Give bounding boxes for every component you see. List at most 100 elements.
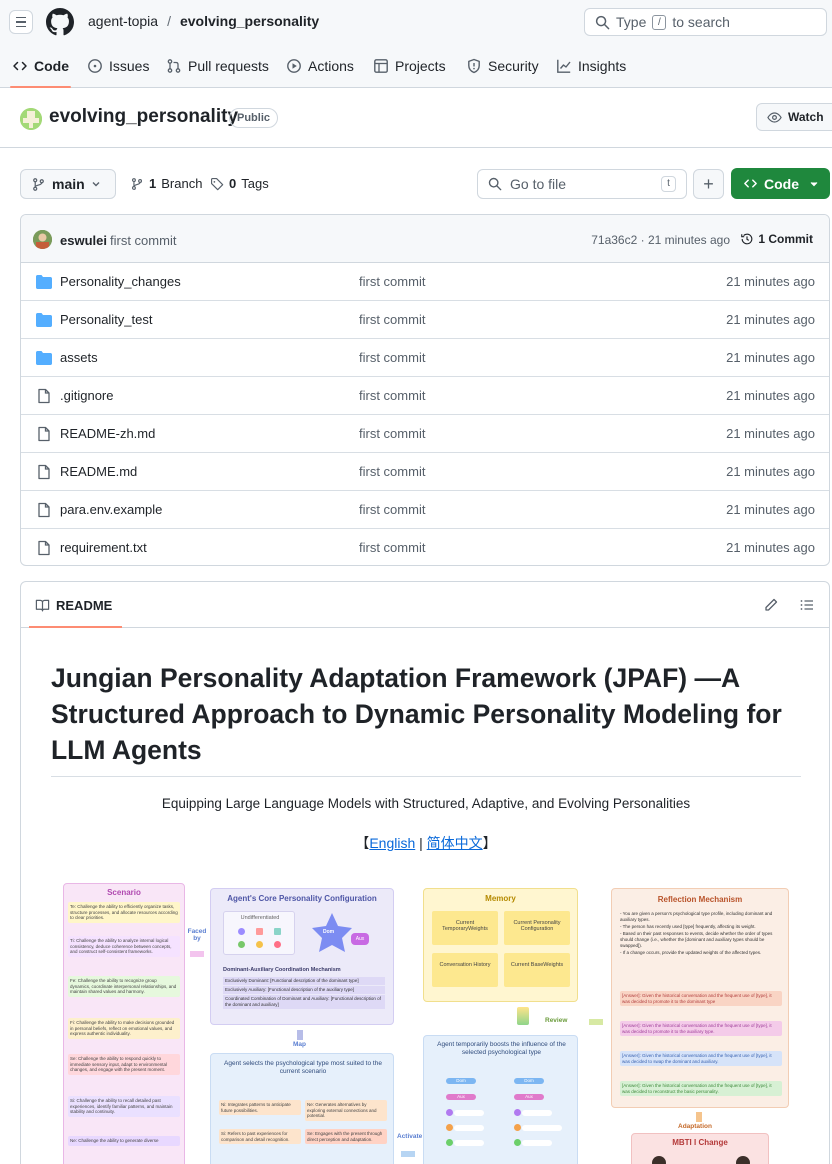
pencil-icon[interactable] [763,597,779,613]
code-label: Code [764,175,799,192]
file-commit-message[interactable]: first commit [359,464,426,479]
folder-icon [36,275,52,289]
memory-title: Memory [485,894,516,903]
type-bar [454,1140,484,1146]
menu-icon[interactable] [9,10,33,34]
framework-diagram: Scenario Te: Challenge the ability to ef… [63,883,793,1164]
breadcrumb-owner[interactable]: agent-topia [88,13,159,29]
file-commit-message[interactable]: first commit [359,274,426,289]
answer-chip: [Answer]: Given the historical conversat… [620,1081,782,1096]
file-name[interactable]: Personality_test [60,312,153,327]
readme-tab[interactable]: README [28,598,123,628]
file-row[interactable]: para.env.example first commit 21 minutes a… [21,491,829,529]
file-commit-time: 21 minutes ago [726,464,815,479]
file-name[interactable]: .gitignore [60,388,114,403]
github-logo-icon[interactable] [46,8,74,36]
tab-code[interactable]: Code [10,44,71,88]
file-commit-message[interactable]: first commit [359,540,426,555]
repo-owner-avatar[interactable] [20,108,42,130]
add-file-button[interactable]: + [693,169,724,199]
commit-message[interactable]: first commit [110,233,177,248]
avatar-image [20,108,42,130]
tab-insights[interactable]: Insights [556,44,626,88]
file-name[interactable]: Personality_changes [60,274,181,289]
file-icon [38,464,50,480]
aux-pill: Aux [514,1094,544,1100]
outline-list-icon[interactable] [799,597,815,613]
readme-heading: Jungian Personality Adaptation Framework… [51,663,782,765]
file-name[interactable]: assets [60,350,98,365]
mbti-change-panel: MBTI I Change [631,1133,769,1164]
tab-label: Security [488,58,539,74]
file-name[interactable]: README-zh.md [60,426,156,441]
readme-panel: README Jungian Personality Adaptation Fr… [20,581,830,1164]
function-chip: Se: Engages with the present through dir… [305,1129,387,1144]
go-to-file-input[interactable]: Go to file t [477,169,687,199]
type-dot [446,1139,453,1146]
dom-pill: Dom [446,1078,476,1084]
commit-hash-time[interactable]: 71a36c2 · 21 minutes ago [591,233,730,247]
scenario-item: Ne: Challenge the ability to generate di… [68,1136,180,1146]
bracket-open: 【 [355,835,370,851]
tab-pull-requests[interactable]: Pull requests [166,44,269,88]
tab-security[interactable]: Security [466,44,539,88]
file-commit-message[interactable]: first commit [359,312,426,327]
function-chip: Si: Refers to past experiences for compa… [219,1129,301,1144]
search-icon [488,177,502,191]
history-icon [741,233,753,245]
arrow-down-icon [696,1112,702,1122]
tab-issues[interactable]: Issues [87,44,149,88]
plus-icon: + [703,173,714,194]
file-name[interactable]: para.env.example [60,502,163,517]
avatar-image [33,230,52,249]
file-commit-time: 21 minutes ago [726,502,815,517]
avatar[interactable] [33,230,52,249]
file-commit-message[interactable]: first commit [359,350,426,365]
breadcrumb-repo[interactable]: evolving_personality [179,13,320,29]
file-icon [38,426,50,442]
tab-actions[interactable]: Actions [286,44,354,88]
play-icon [287,59,301,73]
english-link[interactable]: English [369,835,416,851]
type-dot [256,928,263,935]
branches-link[interactable]: 1 Branch [130,176,202,191]
mechanism-title: Dominant-Auxiliary Coordination Mechanis… [223,967,341,973]
tag-icon [211,177,224,190]
repo-title[interactable]: evolving_personality [49,106,239,127]
type-bar [522,1110,552,1116]
file-commit-message[interactable]: first commit [359,502,426,517]
global-header: agent-topia / evolving_personality Type … [0,0,832,44]
commit-author[interactable]: eswulei [60,233,107,248]
type-dot [238,928,245,935]
tags-link[interactable]: 0 Tags [210,176,269,191]
watch-button[interactable]: Watch [756,103,832,131]
code-icon [13,61,27,71]
file-name[interactable]: requirement.txt [60,540,147,555]
memory-item: Conversation History [432,953,498,987]
tab-label: Insights [578,58,627,74]
reflection-panel: Reflection Mechanism - You are given a p… [611,888,789,1108]
code-dropdown-button[interactable]: Code [731,168,830,199]
file-commit-message[interactable]: first commit [359,426,426,441]
tab-projects[interactable]: Projects [373,44,446,88]
branch-selector[interactable]: main [20,169,116,199]
scenario-item: Fe: Challenge the ability to recognize g… [68,976,180,997]
file-row[interactable]: README.md first commit 21 minutes ago [21,453,829,491]
heading-divider [51,776,801,777]
file-name[interactable]: README.md [60,464,138,479]
file-commit-message[interactable]: first commit [359,388,426,403]
tab-label: Actions [308,58,354,74]
chinese-link[interactable]: 简体中文 [426,835,483,851]
tags-count: 0 [229,176,237,191]
dom-star-shape [312,913,352,952]
global-search[interactable]: Type / to search [584,8,827,36]
breadcrumb-separator: / [167,13,171,29]
search-suffix: to search [672,14,730,30]
commits-link[interactable]: 1 Commit [740,232,813,246]
